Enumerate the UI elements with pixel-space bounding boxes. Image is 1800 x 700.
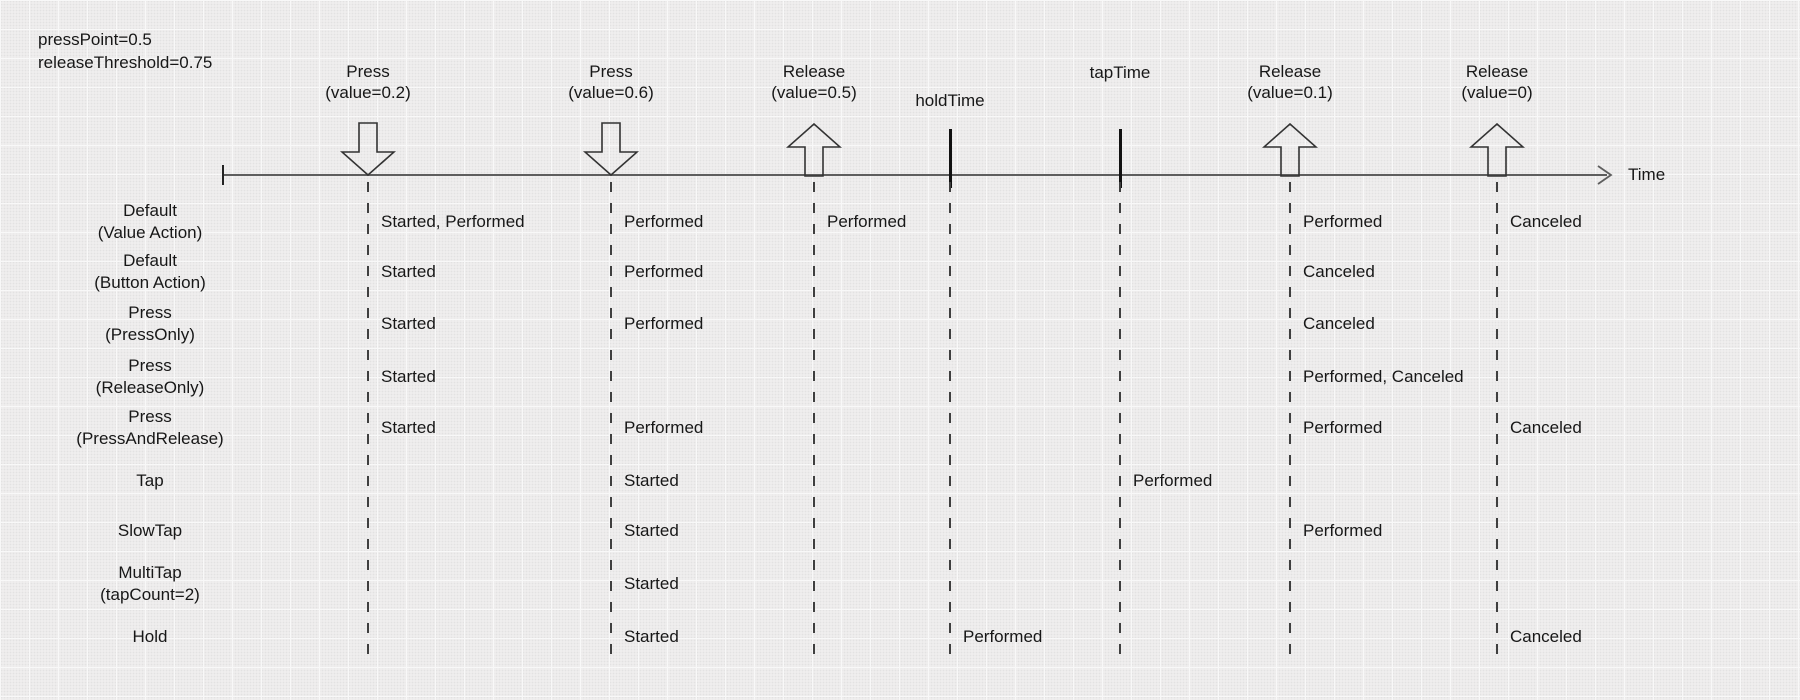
release-arrow-up-icon — [1469, 123, 1525, 177]
column-label-press_0_2: Press (value=0.2) — [248, 61, 488, 103]
time-axis-label: Time — [1628, 165, 1666, 184]
time-axis-arrowhead-icon — [1597, 165, 1613, 185]
dashed-guideline-release_0_1 — [1289, 182, 1291, 663]
phase-cell-row2-press_0_6: Performed — [624, 262, 704, 281]
column-label-line: (value=0.1) — [1247, 83, 1333, 102]
row-label-line: Press — [128, 356, 172, 375]
phase-cell-row1-press_0_6: Performed — [624, 212, 704, 231]
row-label-line: Default — [123, 251, 177, 270]
press-point-value: pressPoint=0.5 — [38, 30, 152, 49]
phase-cell-row3-press_0_2: Started — [381, 314, 436, 333]
phase-cell-row1-release_0: Canceled — [1510, 212, 1582, 231]
phase-cell-row5-press_0_2: Started — [381, 418, 436, 437]
phase-cell-row5-press_0_6: Performed — [624, 418, 704, 437]
config-parameters: pressPoint=0.5 releaseThreshold=0.75 — [38, 28, 212, 74]
column-label-release_0_1: Release (value=0.1) — [1170, 61, 1410, 103]
release-arrow-up-icon — [1262, 123, 1318, 177]
row-label-slowtap: SlowTap — [40, 520, 260, 542]
time-threshold-tick-marker — [1118, 129, 1122, 188]
row-label-line: (PressOnly) — [105, 325, 195, 344]
row-label-press-pressandrelease-: Press (PressAndRelease) — [40, 406, 260, 450]
phase-cell-row2-release_0_1: Canceled — [1303, 262, 1375, 281]
phase-cell-row4-release_0_1: Performed, Canceled — [1303, 367, 1464, 386]
row-label-press-releaseonly-: Press (ReleaseOnly) — [40, 355, 260, 399]
phase-cell-row2-press_0_2: Started — [381, 262, 436, 281]
phase-cell-row1-release_0_1: Performed — [1303, 212, 1383, 231]
column-label-release_0_5: Release (value=0.5) — [694, 61, 934, 103]
column-label-line: Release — [782, 62, 846, 81]
column-label-line: Release — [1258, 62, 1322, 81]
column-label-release_0: Release (value=0) — [1377, 61, 1617, 103]
dashed-guideline-release_0_5 — [813, 182, 815, 663]
column-label-line: (value=0.5) — [771, 83, 857, 102]
dashed-guideline-hold_time — [949, 182, 951, 663]
column-label-press_0_6: Press (value=0.6) — [491, 61, 731, 103]
column-label-line: (value=0) — [1461, 83, 1533, 102]
phase-cell-row9-release_0: Canceled — [1510, 627, 1582, 646]
press-arrow-down-icon — [340, 122, 396, 176]
phase-cell-row1-press_0_2: Started, Performed — [381, 212, 525, 231]
time-axis-line — [223, 174, 1607, 176]
phase-cell-row8-press_0_6: Started — [624, 574, 679, 593]
phase-cell-row1-release_0_5: Performed — [827, 212, 907, 231]
column-label-hold_time: holdTime — [830, 90, 1070, 111]
time-threshold-tick-marker — [948, 129, 952, 188]
row-label-line: Default — [123, 201, 177, 220]
dashed-guideline-press_0_6 — [610, 182, 612, 663]
release-arrow-up-icon — [786, 123, 842, 177]
press-arrow-down-icon — [583, 122, 639, 176]
column-label-line: (value=0.2) — [325, 83, 411, 102]
phase-cell-row7-release_0_1: Performed — [1303, 521, 1383, 540]
column-label-tap_time: tapTime — [1000, 62, 1240, 83]
phase-cell-row7-press_0_6: Started — [624, 521, 679, 540]
row-label-line: SlowTap — [117, 521, 183, 540]
phase-cell-row9-hold_time: Performed — [963, 627, 1043, 646]
column-label-line: tapTime — [1089, 63, 1151, 82]
phase-cell-row9-press_0_6: Started — [624, 627, 679, 646]
column-label-line: (value=0.6) — [568, 83, 654, 102]
row-label-line: Hold — [132, 627, 168, 646]
row-label-line: (Button Action) — [94, 273, 206, 292]
phase-cell-row4-press_0_2: Started — [381, 367, 436, 386]
phase-cell-row5-release_0: Canceled — [1510, 418, 1582, 437]
row-label-line: Press — [128, 303, 172, 322]
row-label-line: MultiTap — [118, 563, 182, 582]
row-label-hold: Hold — [40, 626, 260, 648]
row-label-tap: Tap — [40, 470, 260, 492]
phase-cell-row6-tap_time: Performed — [1133, 471, 1213, 490]
phase-cell-row5-release_0_1: Performed — [1303, 418, 1383, 437]
row-label-default-value-action-: Default (Value Action) — [40, 200, 260, 244]
dashed-guideline-press_0_2 — [367, 182, 369, 663]
dashed-guideline-release_0 — [1496, 182, 1498, 663]
row-label-multitap-tapcount-2-: MultiTap (tapCount=2) — [40, 562, 260, 606]
row-label-line: (tapCount=2) — [100, 585, 200, 604]
row-label-line: Tap — [136, 471, 164, 490]
column-label-line: holdTime — [915, 91, 985, 110]
phase-cell-row3-release_0_1: Canceled — [1303, 314, 1375, 333]
row-label-press-pressonly-: Press (PressOnly) — [40, 302, 260, 346]
row-label-line: (ReleaseOnly) — [95, 378, 205, 397]
column-label-line: Release — [1465, 62, 1529, 81]
column-label-line: Press — [589, 62, 633, 81]
time-axis-start-tick — [222, 165, 224, 185]
row-label-line: (PressAndRelease) — [76, 429, 224, 448]
column-label-line: Press — [346, 62, 390, 81]
row-label-default-button-action-: Default (Button Action) — [40, 250, 260, 294]
release-threshold-value: releaseThreshold=0.75 — [38, 53, 213, 72]
phase-cell-row3-press_0_6: Performed — [624, 314, 704, 333]
row-label-line: (Value Action) — [97, 223, 203, 242]
dashed-guideline-tap_time — [1119, 182, 1121, 663]
phase-cell-row6-press_0_6: Started — [624, 471, 679, 490]
row-label-line: Press — [128, 407, 172, 426]
